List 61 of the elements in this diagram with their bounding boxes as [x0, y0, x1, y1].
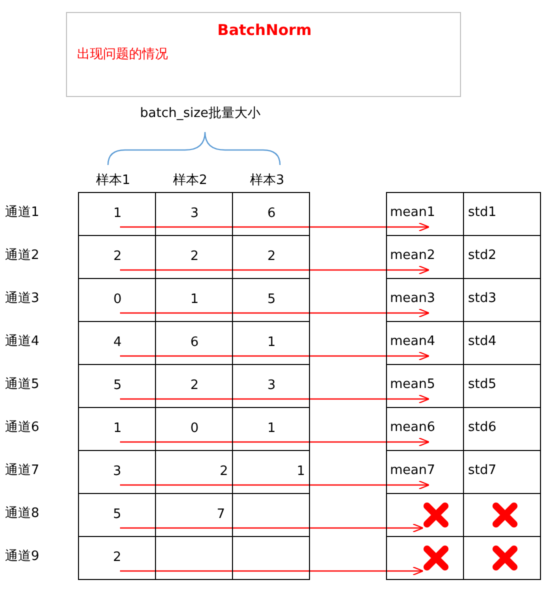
table-value: 6: [266, 206, 277, 221]
table-value: 2: [112, 249, 123, 264]
table-row: [78, 192, 310, 236]
arrow: [120, 351, 430, 361]
column-header: 样本1: [96, 173, 130, 189]
row-label: 通道3: [5, 291, 40, 307]
table-row: [78, 407, 310, 451]
title-box: [66, 12, 461, 97]
arrow: [120, 265, 430, 275]
table-row: [78, 364, 310, 408]
row-label: 通道2: [5, 248, 40, 264]
table-value: 1: [296, 464, 305, 479]
arrow: [120, 480, 430, 490]
arrow: [120, 437, 430, 447]
row-label: 通道7: [5, 463, 40, 479]
table-value: 4: [112, 335, 123, 350]
arrow: [120, 394, 430, 404]
row-label: 通道6: [5, 420, 40, 436]
table-value: 7: [216, 507, 225, 522]
table-value: 6: [189, 335, 200, 350]
empty-cell: [386, 536, 464, 580]
table-value: 2: [220, 464, 228, 479]
table-value: 1: [112, 421, 123, 436]
table-value: 3: [189, 206, 200, 221]
table-value: 2: [189, 249, 200, 264]
table-value: 1: [112, 206, 123, 221]
row-label: 通道4: [5, 334, 40, 350]
table-value: 0: [189, 421, 200, 436]
table-row: [78, 278, 310, 322]
table-value: 0: [112, 292, 123, 307]
table-value: 5: [112, 378, 123, 393]
table-value: 3: [113, 464, 122, 479]
arrow: [120, 222, 430, 232]
title-text: BatchNorm: [216, 21, 313, 39]
row-label: 通道9: [5, 549, 40, 565]
table-row: [78, 321, 310, 365]
table-row: [78, 235, 310, 279]
subtitle-text: 出现问题的情况: [77, 46, 168, 63]
column-header: 样本3: [250, 173, 284, 189]
std-cell: std1: [463, 192, 541, 236]
table-value: 3: [266, 378, 277, 393]
table-value: 1: [266, 421, 277, 436]
table-value: 5: [266, 292, 277, 307]
table-value: 2: [266, 249, 277, 264]
table-row: [78, 536, 310, 580]
arrow: [120, 308, 430, 318]
table-value: 1: [266, 335, 277, 350]
row-label: 通道5: [5, 377, 40, 393]
table-value: 2: [113, 550, 122, 565]
arrow: [120, 523, 424, 533]
mean-cell: mean1: [386, 192, 464, 236]
row-label: 通道1: [5, 205, 40, 221]
table-value: 2: [189, 378, 200, 393]
brace-label: batch_size批量大小: [140, 106, 260, 122]
column-header: 样本2: [173, 173, 208, 189]
table-value: 1: [189, 292, 200, 307]
table-row: [78, 493, 310, 537]
table-row: [78, 450, 310, 494]
table-value: 5: [113, 507, 122, 522]
arrow: [120, 566, 424, 576]
row-label: 通道8: [5, 506, 40, 522]
